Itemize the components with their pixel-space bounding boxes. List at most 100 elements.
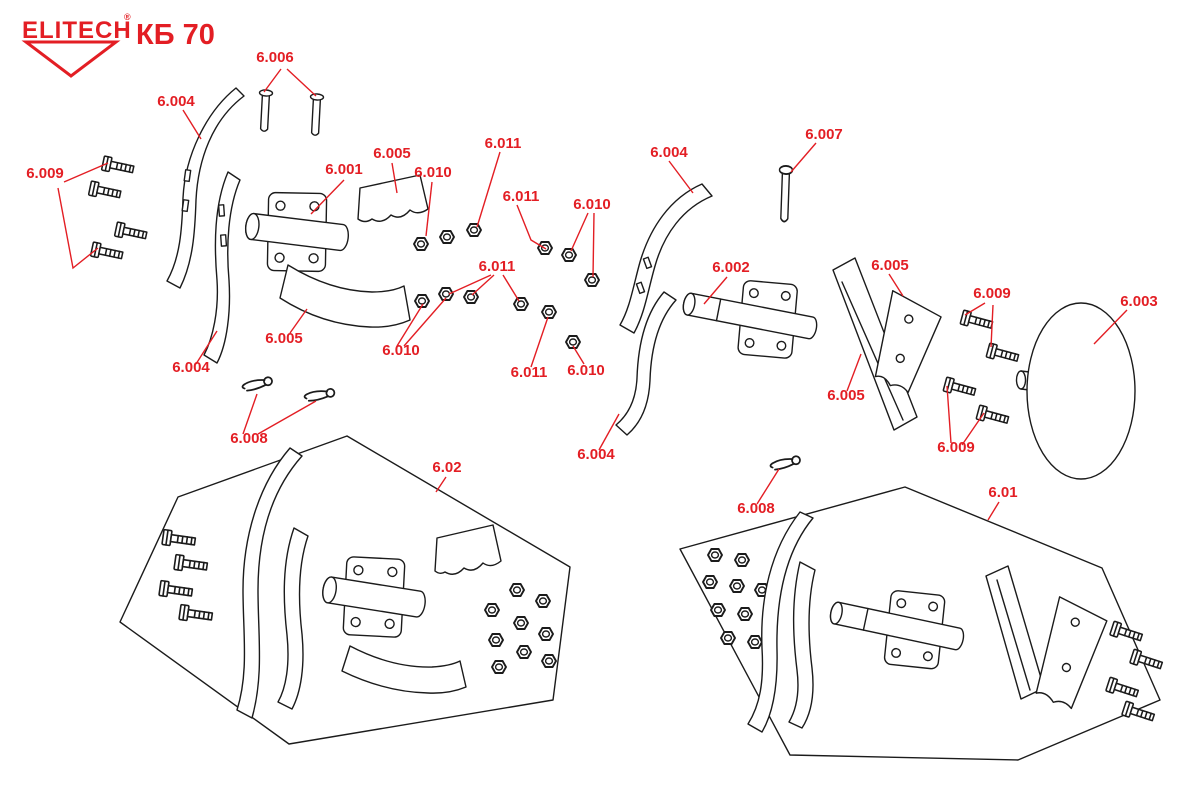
part-bracket-right xyxy=(874,290,942,394)
nut-icon xyxy=(513,616,529,630)
callout-bolts-right-lower: 6.009 xyxy=(937,439,975,456)
callout-locknut-a: 6.011 xyxy=(485,135,522,152)
callout-nut-a: 6.010 xyxy=(414,164,452,181)
leader-line xyxy=(425,181,433,237)
leader-line xyxy=(396,297,447,347)
nut-icon xyxy=(538,627,554,641)
bolt-group-left xyxy=(87,155,149,264)
kit-right-6-01 xyxy=(679,486,1165,761)
nut-icon xyxy=(516,645,532,659)
nut-icon xyxy=(584,273,600,287)
callout-axle: 6.002 xyxy=(712,259,750,276)
leader-line xyxy=(448,274,520,302)
leader-line xyxy=(964,302,994,348)
kit-left-blade-b xyxy=(277,527,309,710)
kit-left-6-02 xyxy=(119,435,571,745)
kit-right-bolts xyxy=(1105,620,1165,726)
leader-line xyxy=(263,68,317,97)
leader-lines xyxy=(57,68,1128,521)
nut-icon xyxy=(720,631,736,645)
bolt-icon xyxy=(100,155,136,178)
cotter-pin-icon xyxy=(240,375,274,393)
leader-line xyxy=(598,413,620,451)
leader-line xyxy=(703,276,728,305)
nut-icon xyxy=(413,237,429,251)
kit-left-blade-a xyxy=(236,447,303,719)
part-disc-6003 xyxy=(1015,302,1136,480)
part-axle-6002 xyxy=(675,263,825,369)
nut-icon xyxy=(734,553,750,567)
part-blade-bottom-middle xyxy=(615,291,677,436)
leader-line xyxy=(987,501,1000,521)
kit-right-outline xyxy=(679,486,1161,761)
bolt-icon xyxy=(87,180,123,203)
kit-right-straight-blade xyxy=(985,565,1045,700)
callout-hub: 6.001 xyxy=(325,161,363,178)
nut-icon xyxy=(541,305,557,319)
callout-pin-right: 6.007 xyxy=(805,126,843,143)
callout-nut-b: 6.010 xyxy=(573,196,611,213)
part-blade-top-left xyxy=(166,87,245,289)
callout-locknut-b: 6.011 xyxy=(503,188,540,205)
part-bracket-top xyxy=(357,174,429,223)
bolt-icon xyxy=(89,241,125,264)
logo-triangle-icon xyxy=(21,40,121,78)
nut-icon xyxy=(737,607,753,621)
callout-guard-lower-left: 6.005 xyxy=(265,330,303,347)
callout-locknut-bottom: 6.011 xyxy=(511,364,548,381)
leader-line xyxy=(391,162,398,194)
bolt-icon xyxy=(959,309,995,333)
callout-nut-lower-left: 6.010 xyxy=(382,342,420,359)
nut-cluster-main xyxy=(413,223,600,349)
bolt-group-right-lower xyxy=(942,376,1011,428)
leader-line xyxy=(888,273,904,297)
kit-left-bolts xyxy=(158,528,214,625)
leader-line xyxy=(435,476,447,493)
nut-icon xyxy=(710,603,726,617)
nut-icon xyxy=(561,248,577,262)
nut-icon xyxy=(488,633,504,647)
brand-logo: ELITECH ® КБ 70 xyxy=(21,12,215,78)
leader-line xyxy=(946,385,985,446)
kit-right-nuts xyxy=(702,548,770,649)
nut-icon xyxy=(491,660,507,674)
nut-icon xyxy=(509,583,525,597)
bolt-icon xyxy=(113,221,149,244)
cotter-pin-group xyxy=(240,375,802,472)
kit-left-bracket xyxy=(434,524,502,575)
leader-line xyxy=(242,393,317,435)
leader-line xyxy=(668,160,694,194)
callout-kit-right: 6.01 xyxy=(988,484,1017,501)
leader-line xyxy=(790,142,817,173)
kit-right-bracket xyxy=(1035,596,1108,710)
callout-blade-center-right: 6.004 xyxy=(650,144,688,161)
bolt-icon xyxy=(158,579,194,601)
leader-line xyxy=(530,316,549,368)
bolt-group-right-upper xyxy=(959,309,1021,366)
nut-icon xyxy=(702,575,718,589)
kit-right-blade-a xyxy=(747,511,814,733)
kit-left-hub xyxy=(315,546,433,648)
artwork xyxy=(87,87,1165,761)
leader-line xyxy=(1093,309,1128,345)
bolt-icon xyxy=(178,603,214,625)
kit-left-outline xyxy=(119,435,571,745)
part-hub-6001 xyxy=(240,183,354,281)
part-blade-straight-right xyxy=(832,257,918,431)
callout-blade-lower-left: 6.004 xyxy=(172,359,210,376)
leader-line xyxy=(310,179,345,215)
clevis-pin-icon xyxy=(307,92,325,137)
part-guard-curved xyxy=(279,264,411,328)
leader-line xyxy=(756,468,780,505)
callout-blade-bottom-middle: 6.004 xyxy=(577,446,615,463)
callout-pins-top: 6.006 xyxy=(256,49,294,66)
nut-icon xyxy=(513,297,529,311)
callout-cotter-right: 6.008 xyxy=(737,500,775,517)
pin-group-top xyxy=(256,88,325,137)
callout-bolts-right-upper: 6.009 xyxy=(973,285,1011,302)
bolt-icon xyxy=(161,528,197,550)
leader-line xyxy=(57,162,109,270)
registered-mark: ® xyxy=(124,12,131,22)
nut-icon xyxy=(707,548,723,562)
